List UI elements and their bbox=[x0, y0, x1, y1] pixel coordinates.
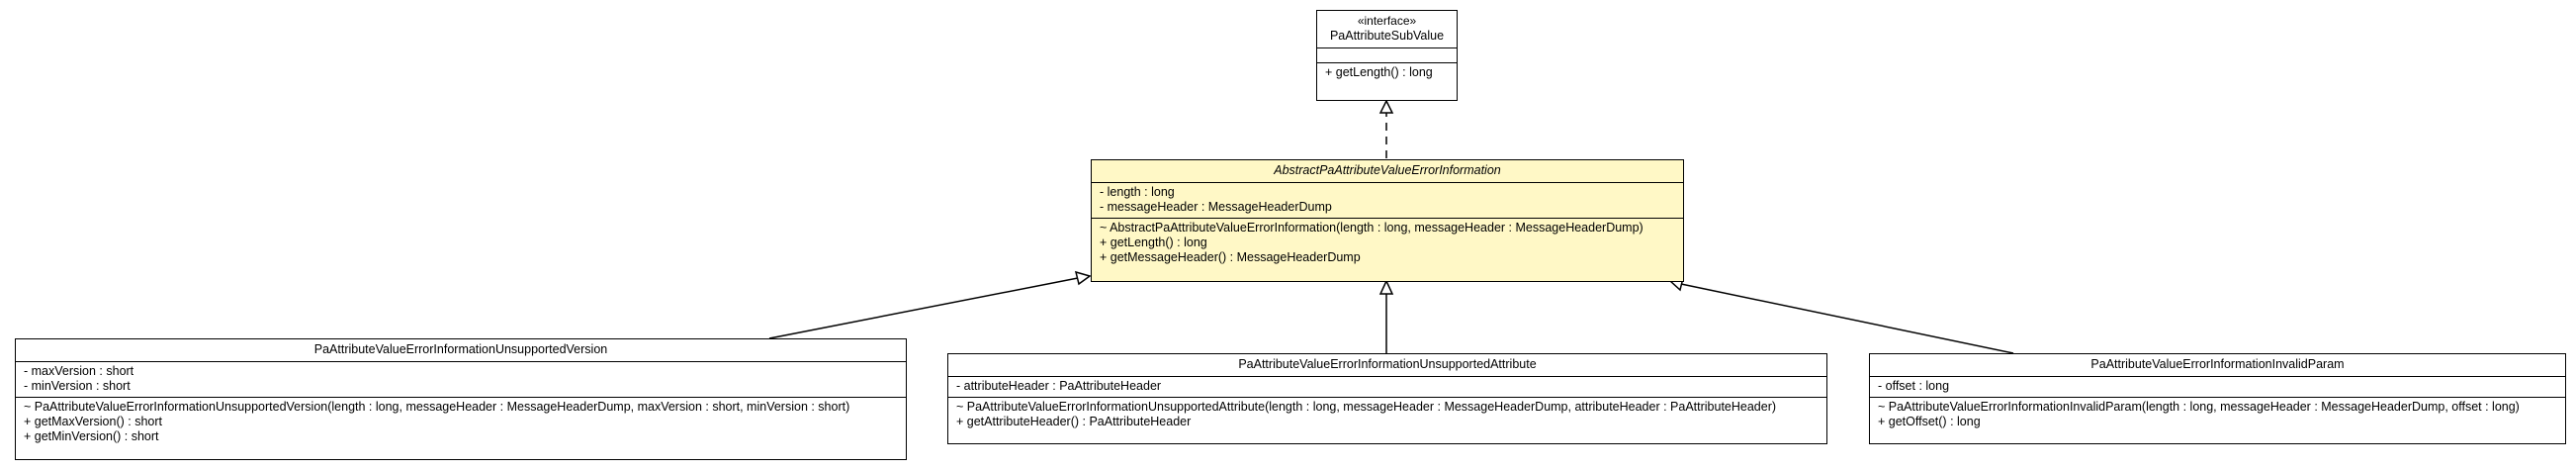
operations-section: ~ AbstractPaAttributeValueErrorInformati… bbox=[1092, 218, 1683, 268]
class-name: PaAttributeValueErrorInformationUnsuppor… bbox=[1238, 357, 1537, 371]
class-name: PaAttributeSubValue bbox=[1329, 29, 1445, 43]
attributes-section: - length : long - messageHeader : Messag… bbox=[1092, 182, 1683, 218]
generalization-line-invalid-param bbox=[1680, 283, 2014, 354]
operations-section: ~ PaAttributeValueErrorInformationUnsupp… bbox=[948, 397, 1826, 432]
operation: + getLength() : long bbox=[1325, 65, 1433, 79]
attribute: - attributeHeader : PaAttributeHeader bbox=[956, 379, 1162, 393]
class-header: «interface» PaAttributeSubValue bbox=[1317, 11, 1457, 47]
operation: ~ PaAttributeValueErrorInformationUnsupp… bbox=[956, 400, 1777, 414]
attribute: - maxVersion : short bbox=[24, 364, 134, 378]
operation: + getOffset() : long bbox=[1878, 415, 1981, 428]
generalization-arrowhead-attribute bbox=[1378, 279, 1394, 295]
operation: ~ PaAttributeValueErrorInformationUnsupp… bbox=[24, 400, 850, 414]
attributes-section: - maxVersion : short - minVersion : shor… bbox=[16, 361, 906, 397]
operation: + getMessageHeader() : MessageHeaderDump bbox=[1100, 250, 1361, 264]
operations-section: + getLength() : long bbox=[1317, 62, 1457, 83]
operation: + getAttributeHeader() : PaAttributeHead… bbox=[956, 415, 1192, 428]
class-box-unsupported-version[interactable]: PaAttributeValueErrorInformationUnsuppor… bbox=[15, 338, 907, 460]
operations-section: ~ PaAttributeValueErrorInformationUnsupp… bbox=[16, 397, 906, 447]
class-header: AbstractPaAttributeValueErrorInformation bbox=[1092, 160, 1683, 182]
operation: + getMaxVersion() : short bbox=[24, 415, 162, 428]
class-box-abstract-error-information[interactable]: AbstractPaAttributeValueErrorInformation… bbox=[1091, 159, 1684, 282]
attribute: - messageHeader : MessageHeaderDump bbox=[1100, 200, 1332, 214]
operation: ~ PaAttributeValueErrorInformationInvali… bbox=[1878, 400, 2520, 414]
generalization-arrowhead-version bbox=[1074, 270, 1092, 286]
class-box-invalid-param[interactable]: PaAttributeValueErrorInformationInvalidP… bbox=[1869, 353, 2566, 444]
class-name: AbstractPaAttributeValueErrorInformation bbox=[1274, 163, 1501, 177]
class-name: PaAttributeValueErrorInformationUnsuppor… bbox=[313, 342, 608, 356]
attribute: - offset : long bbox=[1878, 379, 1950, 393]
operation: + getLength() : long bbox=[1100, 235, 1207, 249]
operation: ~ AbstractPaAttributeValueErrorInformati… bbox=[1100, 221, 1643, 235]
generalization-line-version bbox=[768, 277, 1079, 339]
class-box-pa-attribute-sub-value[interactable]: «interface» PaAttributeSubValue + getLen… bbox=[1316, 10, 1458, 101]
class-header: PaAttributeValueErrorInformationUnsuppor… bbox=[948, 354, 1826, 376]
attributes-section: - offset : long bbox=[1870, 376, 2565, 397]
attributes-section bbox=[1317, 47, 1457, 62]
class-header: PaAttributeValueErrorInformationInvalidP… bbox=[1870, 354, 2565, 376]
operations-section: ~ PaAttributeValueErrorInformationInvali… bbox=[1870, 397, 2565, 432]
attributes-section: - attributeHeader : PaAttributeHeader bbox=[948, 376, 1826, 397]
stereotype-label: «interface» bbox=[1357, 14, 1417, 28]
realization-arrowhead bbox=[1378, 99, 1394, 114]
class-name: PaAttributeValueErrorInformationInvalidP… bbox=[2090, 357, 2345, 371]
class-box-unsupported-attribute[interactable]: PaAttributeValueErrorInformationUnsuppor… bbox=[947, 353, 1827, 444]
attribute: - minVersion : short bbox=[24, 379, 131, 393]
attribute: - length : long bbox=[1100, 185, 1175, 199]
class-header: PaAttributeValueErrorInformationUnsuppor… bbox=[16, 339, 906, 361]
operation: + getMinVersion() : short bbox=[24, 429, 159, 443]
